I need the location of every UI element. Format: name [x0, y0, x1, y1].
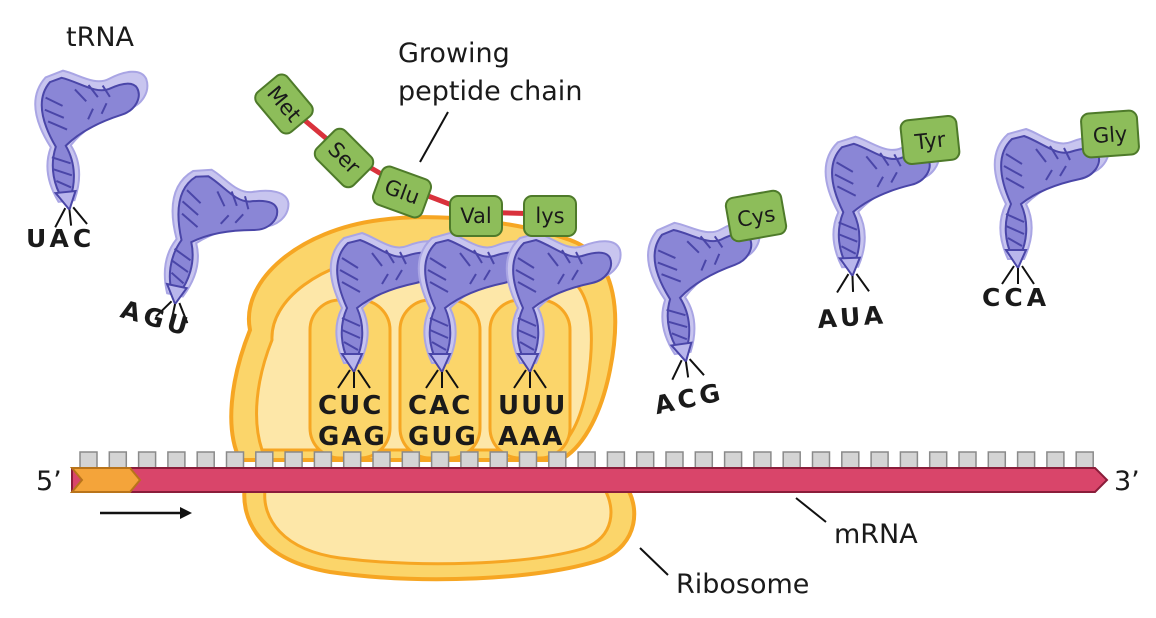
bound-anticodon: CAC: [408, 391, 472, 421]
anticodon-label: ACG: [652, 377, 727, 420]
svg-text:Tyr: Tyr: [913, 127, 947, 154]
mrna-base: [255, 451, 274, 469]
bound-anticodon: CUC: [318, 391, 383, 421]
trna-free-1: [151, 162, 294, 324]
mrna-base: [987, 451, 1007, 469]
mrna-codon: AAA: [498, 422, 564, 452]
mrna-base: [723, 451, 743, 469]
growing-chain-pointer: [419, 111, 449, 163]
mrna-base: [870, 451, 889, 469]
anticodon-label: AUA: [816, 300, 887, 334]
mrna-codon: GUG: [408, 422, 478, 452]
mrna-base: [137, 451, 157, 469]
trna-bound-2: [505, 232, 622, 389]
mrna-base: [694, 451, 714, 469]
mrna-base: [899, 451, 919, 469]
free-amino-acid: Tyr: [899, 114, 961, 166]
mrna-label: mRNA: [834, 519, 918, 550]
mrna-base: [342, 451, 362, 469]
anticodon-label: UAC: [26, 224, 95, 253]
mrna-base: [284, 451, 303, 469]
mrna-pointer: [795, 497, 827, 523]
amino-acid: lys: [523, 195, 577, 237]
five-prime-label: 5’: [36, 466, 62, 497]
mrna-base: [548, 451, 567, 469]
mrna-base: [401, 451, 421, 469]
trna-free-3: [823, 132, 944, 293]
free-amino-acid: Cys: [724, 189, 788, 243]
three-prime-label: 3’: [1114, 466, 1140, 497]
mrna-base: [430, 451, 450, 469]
mrna-base: [635, 451, 655, 469]
growing-chain-label-line1: Growing: [398, 38, 510, 69]
free-amino-acid: Gly: [1080, 109, 1140, 159]
ribosome-pointer: [639, 547, 669, 576]
mrna-base: [1046, 451, 1065, 469]
amino-acid: Ser: [313, 127, 375, 189]
amino-acid: Met: [254, 73, 314, 135]
mrna-base: [460, 451, 479, 469]
mrna-codon: GAG: [318, 422, 387, 452]
svg-text:lys: lys: [535, 204, 564, 228]
mrna-base: [928, 451, 948, 469]
mrna-base: [958, 451, 977, 469]
mrna-base: [1016, 451, 1036, 469]
amino-acid: Glu: [371, 165, 433, 219]
anticodon-label: AGU: [118, 295, 195, 343]
mrna-base: [665, 451, 684, 469]
mrna-base: [489, 451, 508, 469]
mrna-bases: [79, 451, 1094, 469]
mrna-base: [1075, 451, 1094, 469]
mrna-base: [313, 451, 333, 469]
free-amino-acids: Cys Tyr Gly: [724, 109, 1140, 243]
direction-arrow: [100, 507, 192, 519]
amino-acid: Val: [449, 195, 503, 237]
mrna-strand: [69, 451, 1109, 493]
trna-bound-0: [329, 232, 446, 389]
mrna-base: [79, 451, 98, 469]
growing-chain-label-line2: peptide chain: [398, 76, 582, 107]
anticodon-label: CCA: [982, 283, 1050, 312]
mrna-base: [518, 451, 538, 469]
mrna-base: [196, 451, 215, 469]
mrna-base: [782, 451, 801, 469]
trna-free-2: [642, 210, 777, 381]
ribosome-label: Ribosome: [676, 569, 809, 600]
mrna-base: [225, 451, 245, 469]
svg-text:Val: Val: [460, 204, 491, 228]
mrna-base: [108, 451, 128, 469]
mrna-base: [811, 451, 831, 469]
mrna-base: [841, 451, 860, 469]
trna-bound-1: [417, 232, 534, 389]
mrna-base: [606, 451, 626, 469]
mrna-base: [167, 451, 186, 469]
trna-free-4: [993, 128, 1110, 285]
bound-anticodon: UUU: [498, 391, 567, 421]
trna-label: tRNA: [66, 22, 135, 53]
mrna-base: [577, 451, 596, 469]
ribosome-small-subunit: [242, 483, 637, 582]
trna-free-0: [30, 61, 161, 228]
mrna-base: [753, 451, 772, 469]
svg-text:Gly: Gly: [1092, 122, 1128, 148]
mrna-base: [372, 451, 391, 469]
